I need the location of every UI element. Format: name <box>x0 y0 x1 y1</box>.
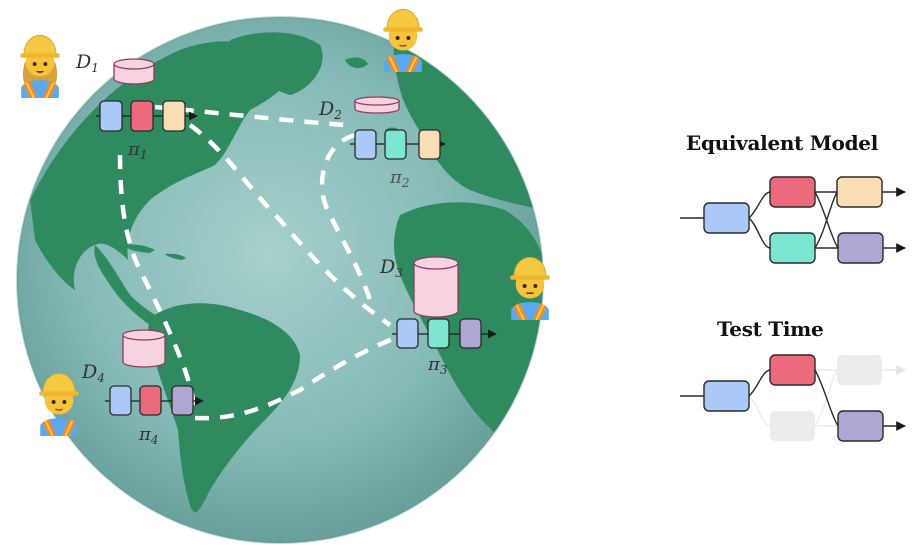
dataset-label-4: D4 <box>81 361 105 385</box>
block-red <box>139 385 162 416</box>
client-3: D3 π3 <box>379 256 497 377</box>
block-teal <box>384 129 407 160</box>
node-red <box>769 176 816 208</box>
path-client4-client3 <box>194 335 396 421</box>
block-blue <box>99 100 123 132</box>
block-blue <box>396 318 419 349</box>
block-orange <box>162 100 186 132</box>
block-blue <box>109 385 132 416</box>
path-client1-client3 <box>188 123 392 327</box>
node-purple <box>837 232 884 264</box>
construction-worker-icon <box>39 372 79 436</box>
equivalent-model-diagram <box>680 176 906 264</box>
node-blue <box>703 380 750 412</box>
test-time-diagram <box>680 354 906 442</box>
node-blue <box>703 202 750 234</box>
block-blue <box>354 129 377 160</box>
block-teal <box>427 318 450 349</box>
path-client2-client3 <box>319 132 373 301</box>
block-orange <box>418 129 441 160</box>
policy-label-2: π2 <box>389 167 409 190</box>
block-red <box>130 100 154 132</box>
node-teal-inactive <box>770 411 815 441</box>
dataset-cylinder-1 <box>113 58 155 85</box>
dataset-cylinder-4 <box>122 329 166 368</box>
node-red <box>769 354 816 386</box>
construction-worker-icon <box>383 8 423 72</box>
node-orange-inactive <box>837 355 882 385</box>
dataset-label-1: D1 <box>75 51 99 75</box>
node-purple <box>837 410 884 442</box>
equivalent-model-title: Equivalent Model <box>686 131 878 155</box>
policy-label-3: π3 <box>427 354 448 377</box>
dataset-cylinder-3 <box>413 256 459 318</box>
construction-worker-icon <box>510 256 550 320</box>
client-2: D2 π2 <box>318 96 446 190</box>
policy-label-1: π1 <box>127 139 147 162</box>
globe <box>16 16 544 544</box>
block-purple <box>171 385 194 416</box>
communication-paths <box>117 104 396 421</box>
dataset-label-2: D2 <box>318 98 342 122</box>
client-4: D4 π4 <box>81 329 204 447</box>
construction-worker-icon <box>20 34 60 98</box>
policy-label-4: π4 <box>138 424 158 447</box>
client-1: D1 π1 <box>75 51 198 162</box>
block-purple <box>459 318 482 349</box>
dataset-cylinder-2 <box>354 96 400 114</box>
test-time-title: Test Time <box>717 317 824 341</box>
node-orange <box>836 176 883 208</box>
path-client1-client4 <box>117 154 198 406</box>
dataset-label-3: D3 <box>379 256 403 280</box>
node-teal <box>769 232 816 264</box>
